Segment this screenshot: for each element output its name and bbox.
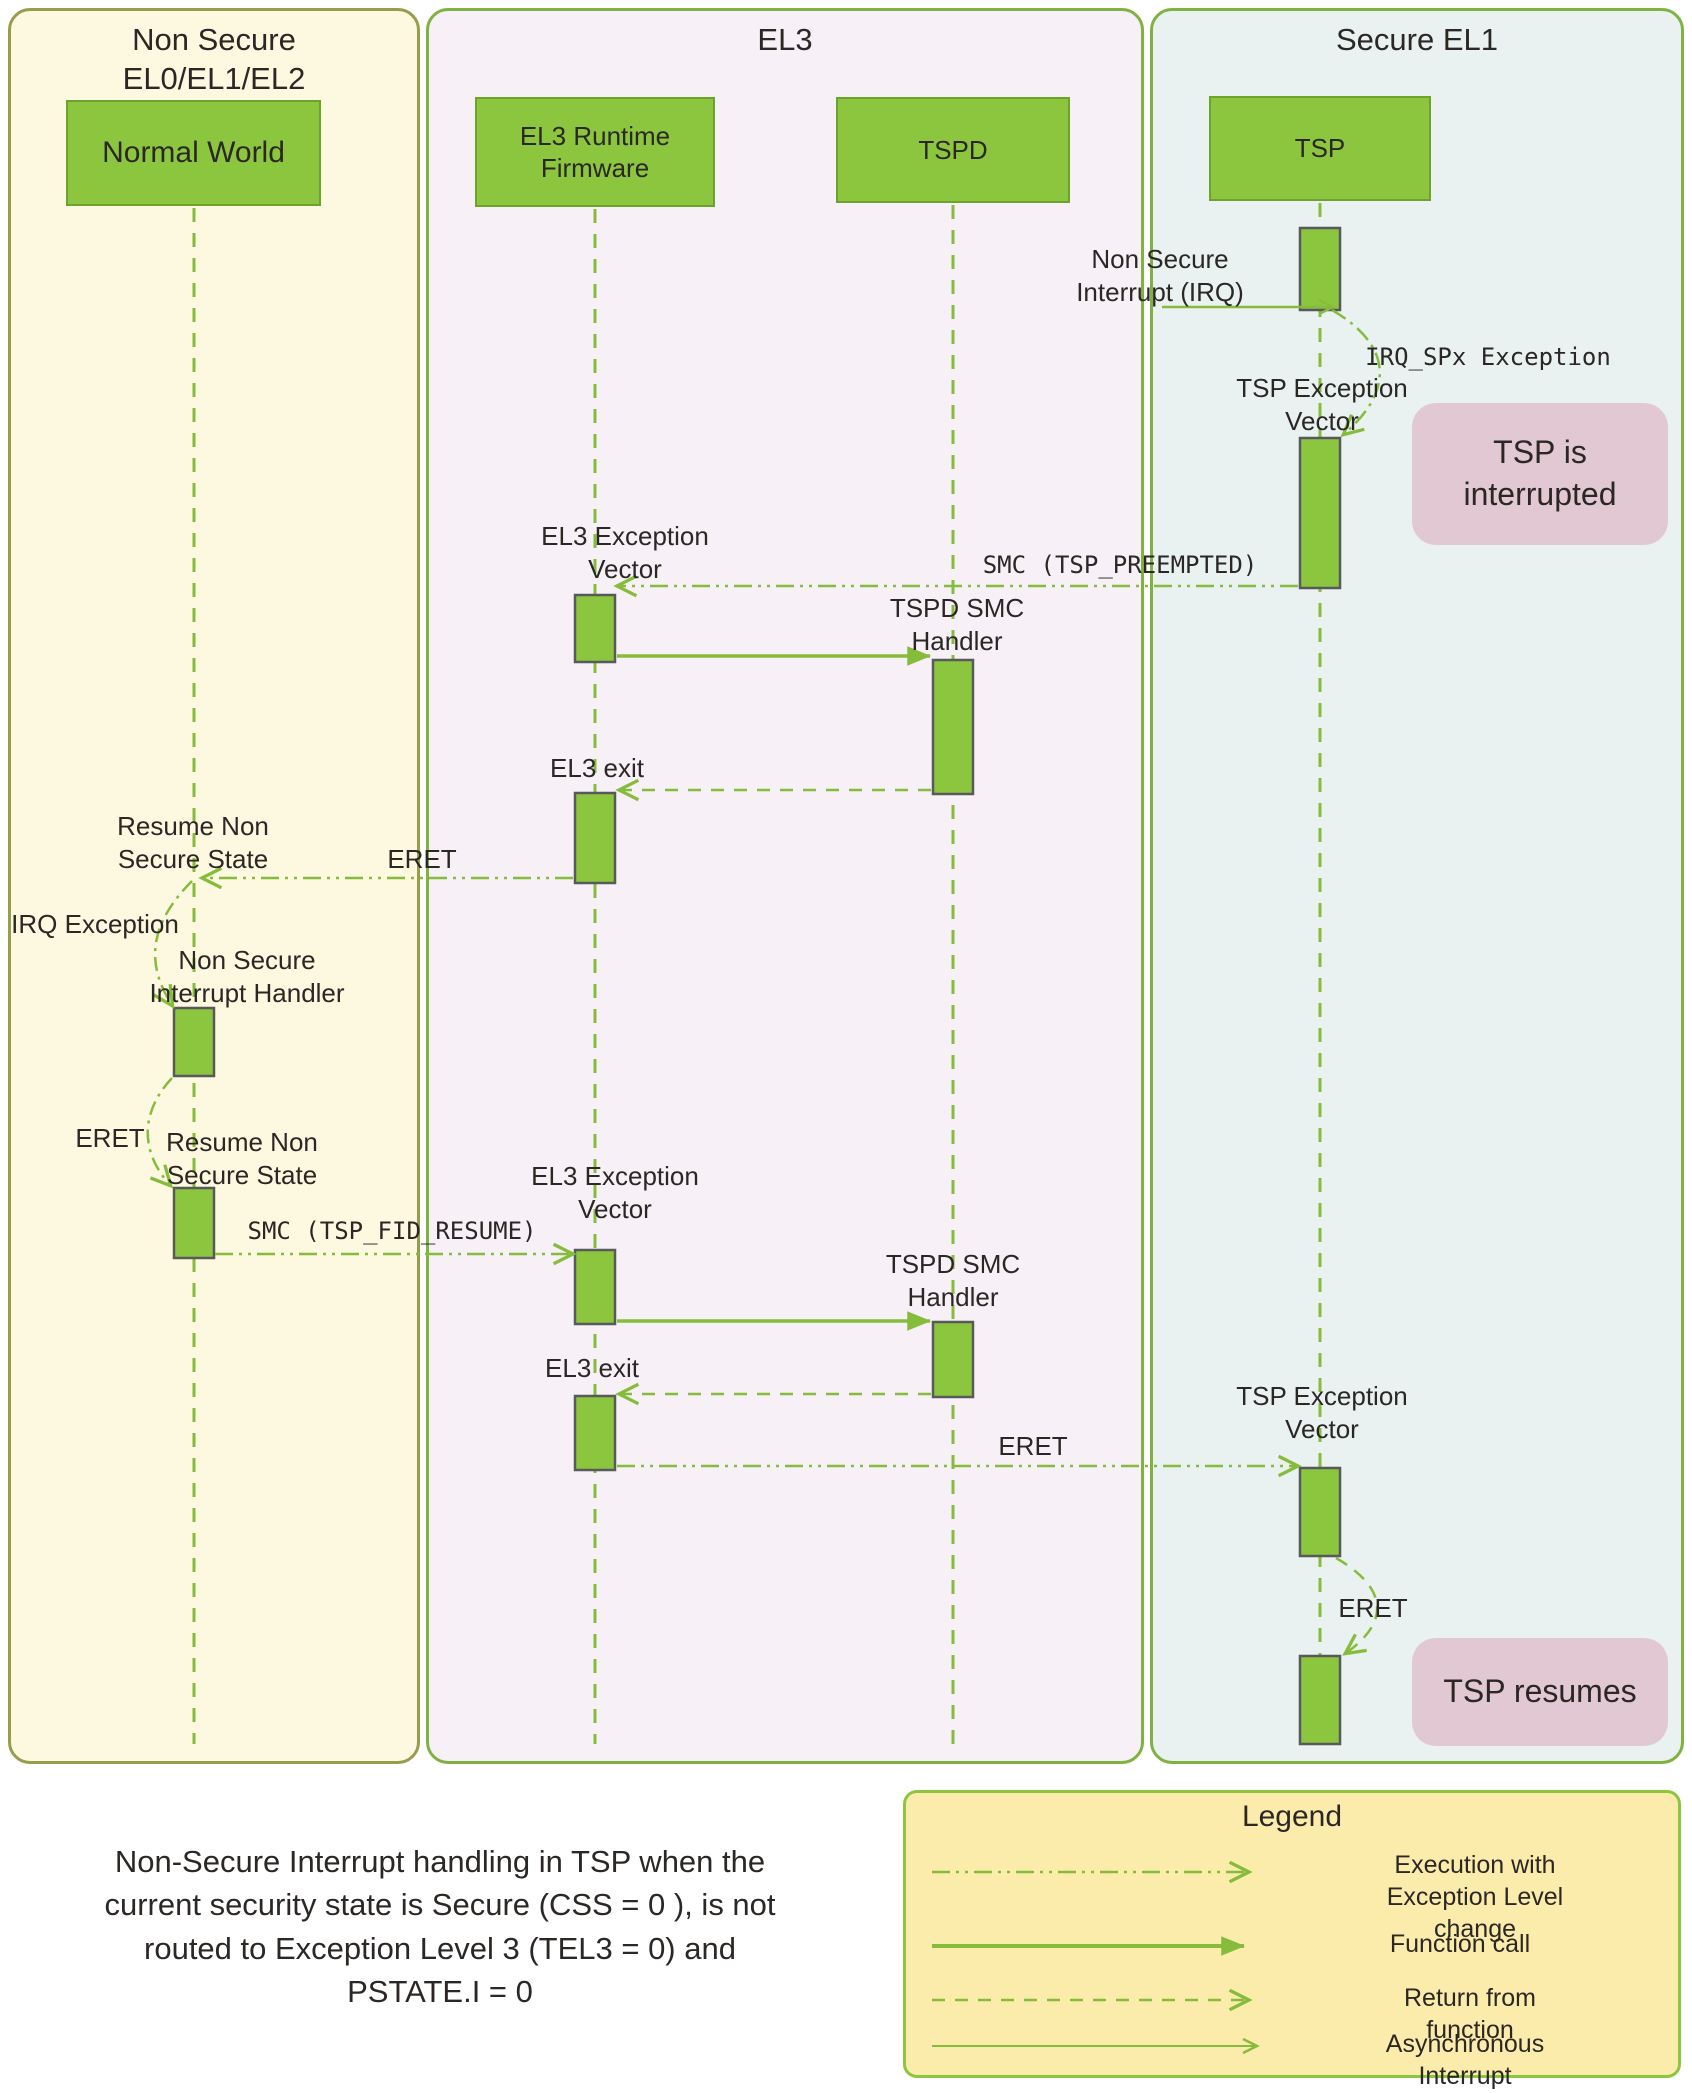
legend-box xyxy=(903,1790,1681,2078)
label-resume-non-secure-state-2: Resume Non Secure State xyxy=(166,1127,318,1191)
label-resume-non-secure-state-1: Resume Non Secure State xyxy=(117,811,269,875)
label-smc-tsp-fid-resume: SMC (TSP_FID_RESUME) xyxy=(247,1217,537,1245)
legend-item-async-interrupt-label: Asynchronous Interrupt xyxy=(1385,2030,1545,2090)
label-irq-exception: IRQ Exception xyxy=(11,909,179,939)
label-el3-exception-vector-2: EL3 Exception Vector xyxy=(531,1161,699,1225)
legend-item-execution-label: Execution with Exception Level change xyxy=(1386,1851,1564,1943)
label-eret-2: ERET xyxy=(75,1123,145,1153)
actor-tspd: TSPD xyxy=(836,97,1070,203)
note-tsp-interrupted: TSP is interrupted xyxy=(1412,403,1668,545)
legend-item-return-label: Return from function xyxy=(1404,1984,1536,2044)
lane-secure-el1-title: Secure EL1 xyxy=(1336,22,1498,57)
lane-non-secure: Non Secure EL0/EL1/EL2 xyxy=(8,8,420,1764)
actor-tsp: TSP xyxy=(1209,96,1431,201)
lane-el3: EL3 xyxy=(426,8,1144,1764)
label-eret-3: ERET xyxy=(998,1431,1068,1461)
label-smc-tsp-preempted: SMC (TSP_PREEMPTED) xyxy=(982,551,1258,579)
lane-non-secure-title: Non Secure EL0/EL1/EL2 xyxy=(122,22,306,96)
label-tspd-smc-handler-1: TSPD SMC Handler xyxy=(889,593,1025,657)
label-irq-spx-exception: IRQ_SPx Exception xyxy=(1365,343,1611,371)
label-el3-exception-vector-1: EL3 Exception Vector xyxy=(541,521,709,585)
label-non-secure-interrupt-handler: Non Secure Interrupt Handler xyxy=(149,945,345,1009)
legend-item-function-call-label: Function call xyxy=(1389,1930,1531,1958)
label-el3-exit-1: EL3 exit xyxy=(550,753,644,783)
label-el3-exit-2: EL3 exit xyxy=(545,1353,639,1383)
legend-title: Legend xyxy=(1241,1800,1343,1833)
diagram-caption: Non-Secure Interrupt handling in TSP whe… xyxy=(104,1844,776,2010)
label-eret-1: ERET xyxy=(387,844,457,874)
actor-el3-runtime-firmware: EL3 Runtime Firmware xyxy=(475,97,715,207)
note-tsp-resumes: TSP resumes xyxy=(1412,1638,1668,1746)
label-tsp-exception-vector-1: TSP Exception Vector xyxy=(1236,373,1408,437)
label-tsp-exception-vector-2: TSP Exception Vector xyxy=(1236,1381,1408,1445)
actor-normal-world: Normal World xyxy=(66,100,321,206)
label-non-secure-interrupt-irq: Non Secure Interrupt (IRQ) xyxy=(1076,244,1244,308)
lane-secure-el1: Secure EL1 xyxy=(1150,8,1684,1764)
label-eret-4: ERET xyxy=(1338,1593,1408,1623)
lane-el3-title: EL3 xyxy=(757,22,813,57)
label-tspd-smc-handler-2: TSPD SMC Handler xyxy=(885,1249,1021,1313)
